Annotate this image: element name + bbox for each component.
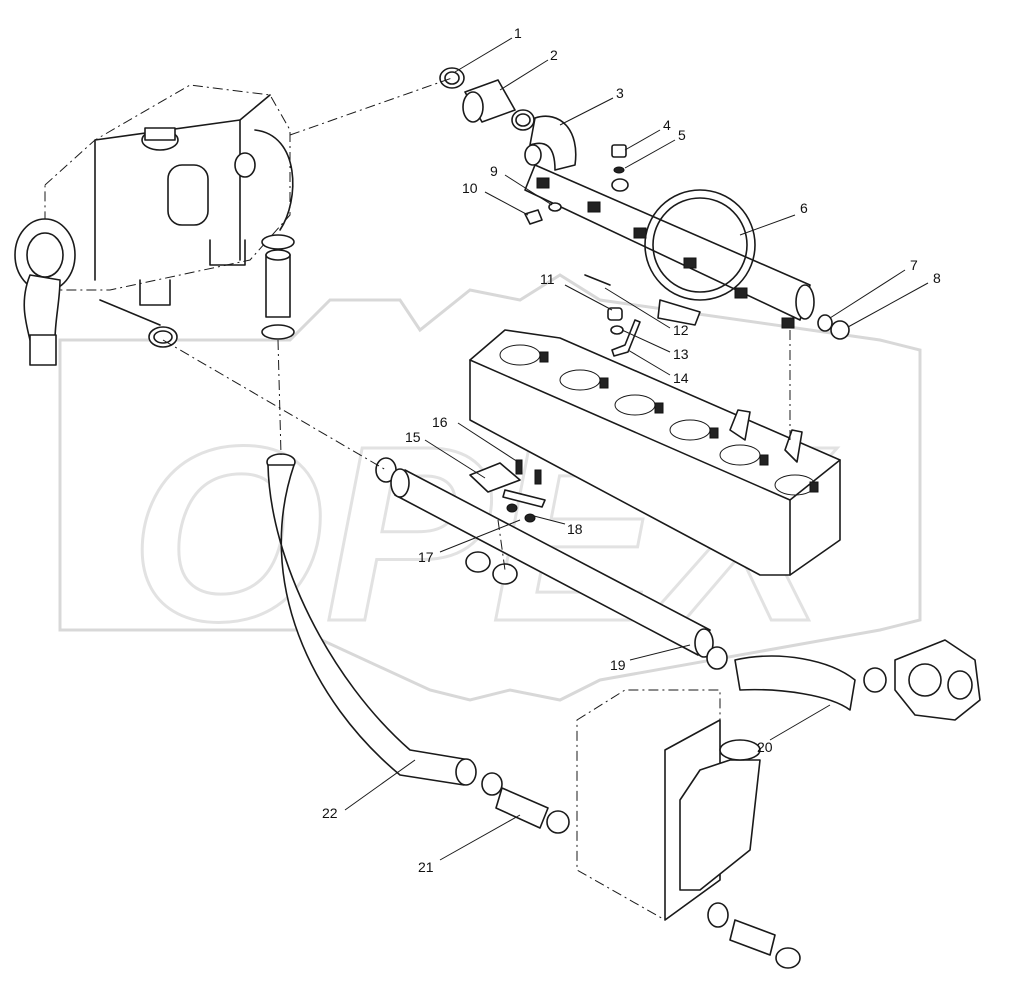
- outlet-pipe: [266, 453, 503, 796]
- callout-8: 8: [933, 270, 941, 286]
- radiator-top-tank: [14, 84, 294, 366]
- callout-7: 7: [910, 257, 918, 273]
- bolt-and-washer-left: [524, 202, 562, 225]
- callout-14: 14: [673, 370, 689, 386]
- thermostat-housing-and-hose: [734, 639, 981, 721]
- callout-11: 11: [540, 271, 555, 287]
- callout-13: 13: [673, 346, 689, 362]
- water-manifold-pipe: [524, 164, 815, 329]
- cylinder-head: [469, 329, 841, 576]
- callout-2: 2: [550, 47, 558, 63]
- callout-4: 4: [663, 117, 671, 133]
- callout-3: 3: [616, 85, 624, 101]
- callout-15: 15: [405, 429, 421, 445]
- callout-20: 20: [757, 739, 773, 755]
- callout-5: 5: [678, 127, 686, 143]
- callout-leaders: [344, 37, 929, 861]
- washer-and-nut: [817, 314, 850, 340]
- callout-numbers: 1 2 3 4 5 6 7 8 9 10 11 12 13 14 15 16 1…: [322, 25, 941, 875]
- lower-long-hose: [375, 457, 728, 670]
- callout-17: 17: [418, 549, 434, 565]
- oil-cooler-unit: [576, 689, 801, 969]
- bracket-group: [584, 274, 641, 357]
- callout-21: 21: [418, 859, 434, 875]
- callout-22: 22: [322, 805, 338, 821]
- valve-cluster: [499, 344, 819, 496]
- callout-9: 9: [490, 163, 498, 179]
- upper-hose-set: [439, 67, 577, 171]
- small-vertical-hose: [261, 234, 295, 340]
- callout-6: 6: [800, 200, 808, 216]
- callout-18: 18: [567, 521, 583, 537]
- callout-19: 19: [610, 657, 626, 673]
- callout-12: 12: [673, 322, 689, 338]
- callout-16: 16: [432, 414, 448, 430]
- plug-and-washer: [611, 144, 627, 174]
- callout-1: 1: [514, 25, 522, 41]
- connector-hose: [495, 787, 570, 834]
- callout-10: 10: [462, 180, 478, 196]
- assembly-connection-lines: [162, 77, 791, 571]
